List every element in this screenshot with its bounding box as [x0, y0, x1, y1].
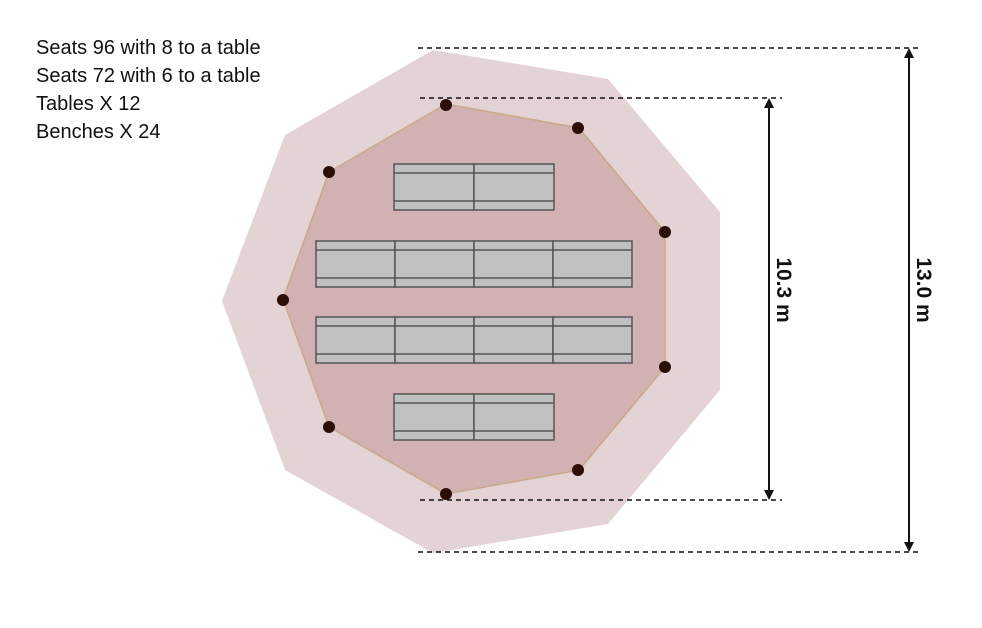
table: [473, 240, 554, 288]
table: [315, 316, 396, 364]
outer-dimension-label: 13.0 m: [912, 257, 935, 322]
seats-8-per-table: Seats 96 with 8 to a table: [36, 37, 261, 59]
table: [552, 240, 633, 288]
table: [315, 240, 396, 288]
arrow-up-icon: [904, 48, 914, 58]
inner-dimension-label: 10.3 m: [772, 257, 795, 322]
table: [393, 393, 475, 441]
table: [394, 240, 475, 288]
table-row-bottom: [393, 393, 555, 441]
arrow-down-icon: [764, 490, 774, 500]
extension-lines: [418, 47, 918, 553]
table: [473, 163, 555, 211]
arrow-up-icon: [764, 98, 774, 108]
tent-post: [323, 166, 335, 178]
outer-dimension-arrow: [904, 48, 914, 552]
benches-count: Benches X 24: [36, 121, 161, 143]
arrow-down-icon: [904, 542, 914, 552]
inner-tent-area: [282, 103, 666, 495]
table: [393, 163, 475, 211]
seating-info: Seats 96 with 8 to a table Seats 72 with…: [36, 34, 261, 146]
tent-post: [440, 488, 452, 500]
table-row-middle-b: [315, 316, 633, 364]
tables-count: Tables X 12: [36, 93, 141, 115]
table: [473, 316, 554, 364]
table-row-top: [393, 163, 555, 211]
tent-post: [572, 122, 584, 134]
tent-post: [277, 294, 289, 306]
table: [552, 316, 633, 364]
tent-post: [323, 421, 335, 433]
table: [473, 393, 555, 441]
tent-posts: [277, 99, 671, 500]
inner-dimension-arrow: [764, 98, 774, 500]
tent-post: [440, 99, 452, 111]
table-row-middle-a: [315, 240, 633, 288]
tent-post: [572, 464, 584, 476]
table-group: [315, 163, 633, 441]
tent-post: [659, 226, 671, 238]
tent-post: [659, 361, 671, 373]
table: [394, 316, 475, 364]
seats-6-per-table: Seats 72 with 6 to a table: [36, 65, 261, 87]
